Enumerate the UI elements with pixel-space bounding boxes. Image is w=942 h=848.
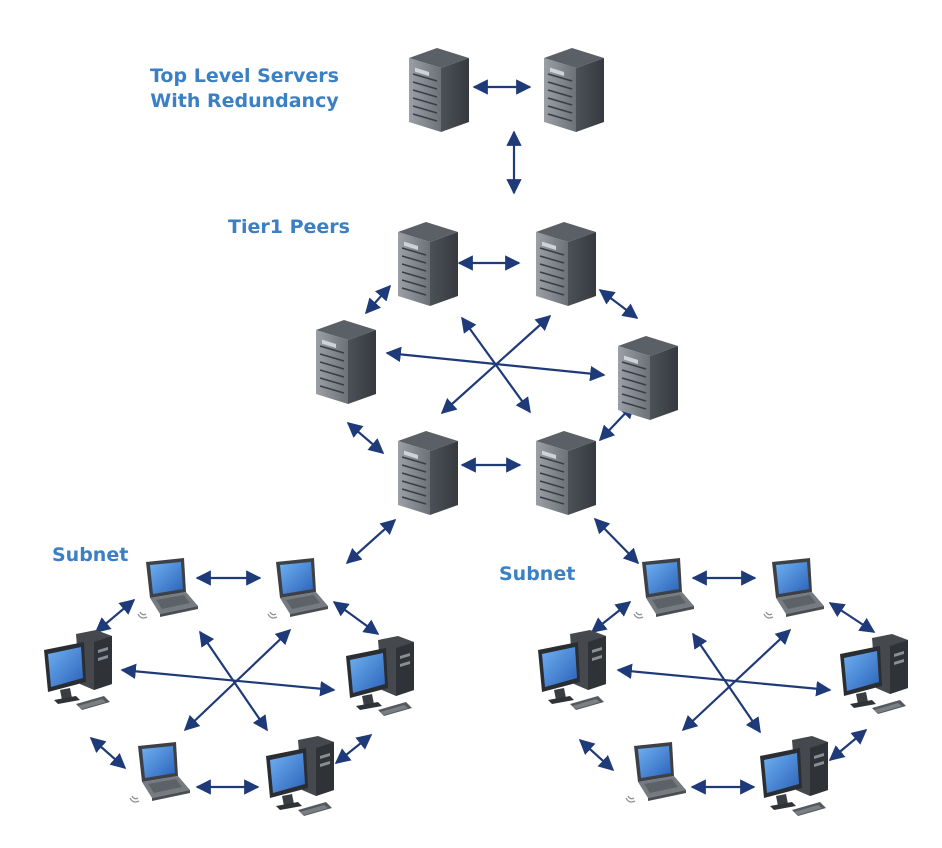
right-subnet-laptop-bottom-icon	[625, 741, 687, 803]
tier1-server-bottom-right-icon	[535, 430, 597, 516]
arrow-tier1-upper-right	[598, 289, 639, 319]
right-subnet-desktop-right-icon	[840, 634, 908, 714]
arrow-right-subnet-cross-diag-2	[681, 628, 792, 732]
top-level-servers-label-line1: Top Level Servers	[150, 65, 339, 87]
tier1-server-bottom-left-icon	[397, 430, 459, 516]
tier1-server-top-left-icon	[397, 221, 459, 307]
tier1-peers-label: Tier1 Peers	[228, 216, 350, 238]
left-subnet-desktop-right-icon	[346, 636, 414, 716]
arrow-tier1-lower-left	[346, 421, 385, 455]
tier1-server-left-icon	[315, 319, 377, 405]
right-subnet-desktop-left-icon	[538, 630, 606, 710]
left-subnet-laptop-top-left-icon	[137, 557, 199, 619]
top-level-servers-label: Top Level Servers With Redundancy	[150, 64, 339, 114]
arrow-left-subnet-lower-right	[334, 734, 373, 764]
arrow-right-subnet-upper-left	[590, 601, 632, 633]
tier1-server-top-right-icon	[535, 221, 597, 307]
top-level-servers-label-line2: With Redundancy	[150, 90, 339, 112]
arrow-tier1-cross-diag-2	[440, 314, 552, 415]
arrow-left-subnet-upper-right	[332, 601, 380, 635]
arrow-left-subnet-upper-left	[94, 599, 136, 633]
top-server-2-icon	[543, 47, 605, 133]
tier1-server-right-icon	[617, 335, 679, 421]
left-subnet-laptop-bottom-icon	[129, 741, 191, 803]
right-subnet-laptop-top-right-icon	[763, 557, 825, 619]
left-subnet-desktop-bottom-icon	[266, 736, 334, 816]
arrow-left-subnet-lower-left	[89, 736, 127, 770]
arrow-left-subnet-cross-diag-1	[199, 630, 268, 732]
arrow-right-subnet-lower-left	[578, 738, 615, 772]
left-subnet-desktop-left-icon	[44, 630, 112, 710]
arrow-left-subnet-cross-diag-2	[183, 628, 292, 732]
right-subnet-desktop-bottom-icon	[760, 736, 828, 816]
arrow-tier1-to-subnet-right	[593, 517, 640, 565]
connection-arrows	[89, 79, 876, 795]
right-subnet-laptop-top-left-icon	[633, 557, 695, 619]
left-subnet-laptop-top-right-icon	[267, 557, 329, 619]
subnet-left-label: Subnet	[52, 544, 129, 566]
top-server-1-icon	[408, 47, 470, 133]
subnet-right-label: Subnet	[499, 563, 576, 585]
arrow-tier1-upper-left	[364, 284, 392, 315]
arrow-right-subnet-upper-right	[828, 602, 876, 633]
arrow-right-subnet-lower-right	[828, 729, 868, 761]
arrow-tier1-to-subnet-left	[345, 518, 397, 565]
